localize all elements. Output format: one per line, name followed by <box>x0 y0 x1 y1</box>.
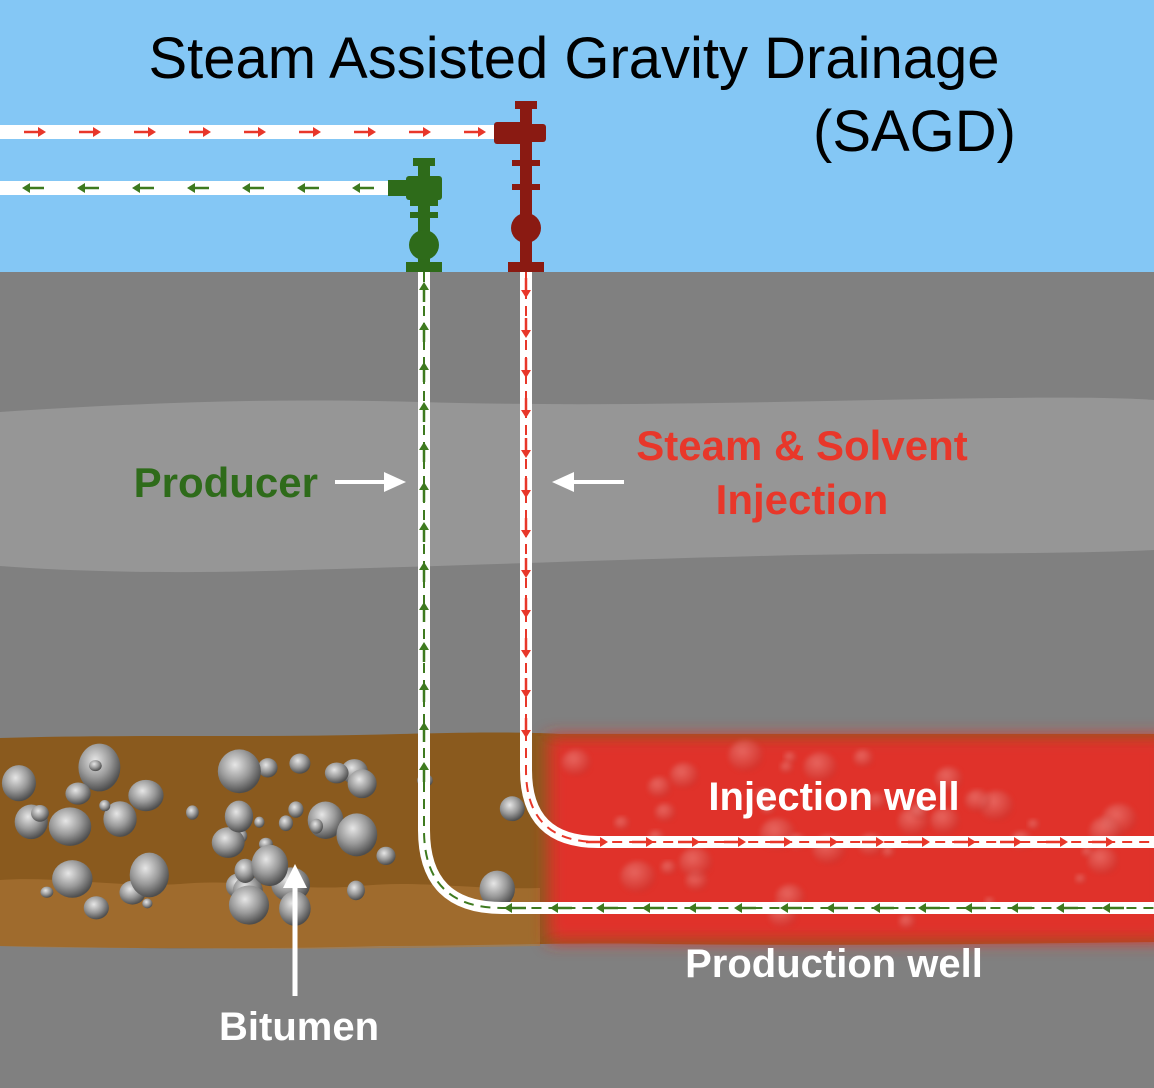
production-flow-arrows <box>419 282 1124 913</box>
producer-label: Producer <box>134 459 318 506</box>
arrow-icon <box>335 472 406 492</box>
injection-flow-arrows <box>521 278 1114 847</box>
bitumen-label: Bitumen <box>219 1005 379 1049</box>
arrow-icon <box>283 864 307 996</box>
injection-well-label: Injection well <box>708 775 959 819</box>
surface-pipe-injection <box>0 125 500 139</box>
injection-label-line-2: Injection <box>716 476 889 523</box>
wellhead-icon <box>388 158 442 272</box>
title-line-1: Steam Assisted Gravity Drainage <box>148 26 999 91</box>
wellhead-icon <box>494 101 546 272</box>
injection-label-line-1: Steam & Solvent <box>636 422 967 469</box>
steam-chamber-texture <box>561 740 1137 930</box>
light-stratum <box>0 397 1154 573</box>
arrow-icon <box>552 472 624 492</box>
production-well-label: Production well <box>685 942 983 986</box>
title-line-2: (SAGD) <box>813 99 1016 164</box>
surface-pipe-production <box>0 181 392 195</box>
